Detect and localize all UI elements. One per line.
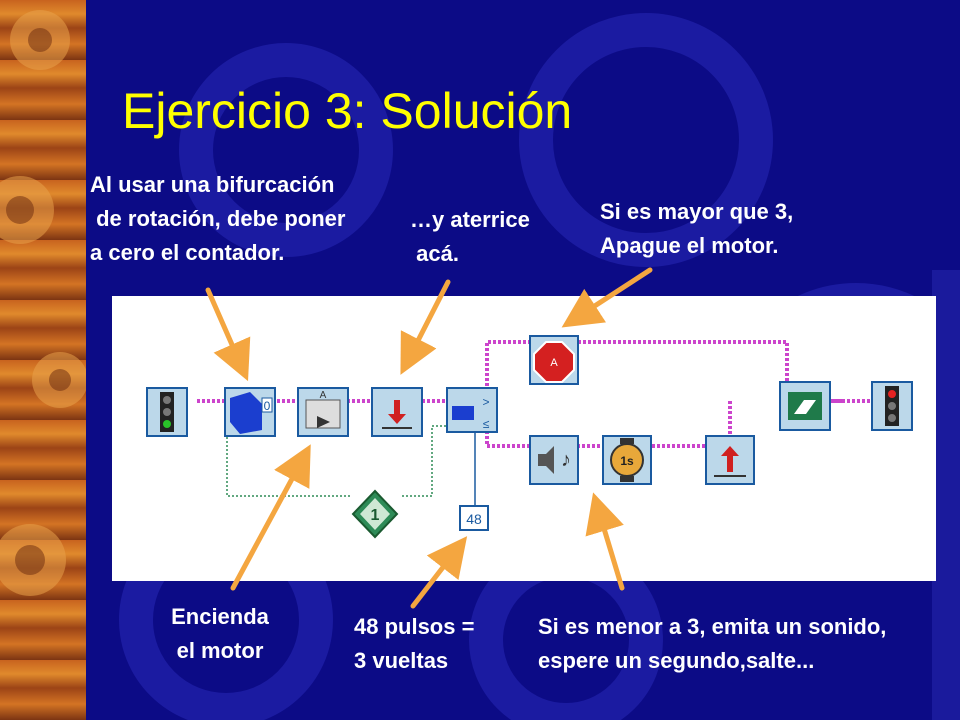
start-block[interactable]	[146, 387, 188, 437]
loop-count: 1	[371, 507, 380, 524]
loop-wires	[226, 421, 452, 497]
arrow-less-than	[585, 492, 625, 591]
jump-block[interactable]	[705, 435, 755, 485]
rotation-fork-block[interactable]: > ≤	[446, 387, 498, 433]
caption-land-here: …y aterrice acá.	[410, 207, 530, 266]
slide-title: Ejercicio 3: Solución	[122, 83, 573, 139]
stop-port-label: A	[550, 357, 558, 369]
sensor-value-box[interactable]: 48	[459, 505, 489, 531]
fork-greater-label: >	[482, 395, 489, 409]
arrow-reset-counter	[205, 287, 251, 382]
motor-on-block[interactable]: A	[297, 387, 349, 437]
arrow-land-here	[400, 279, 451, 375]
stop-motor-block[interactable]: A	[529, 335, 579, 385]
decorative-right-bar	[932, 270, 960, 720]
caption-pulses: 48 pulsos = 3 vueltas	[354, 614, 475, 673]
sensor-value: 48	[466, 511, 482, 527]
fork-less-label: ≤	[483, 417, 490, 431]
caption-less-than: Si es menor a 3, emita un sonido, espere…	[538, 614, 887, 673]
caption-reset-counter: Al usar una bifurcación de rotación, deb…	[90, 172, 346, 265]
wait-timer-block[interactable]: 1s	[602, 435, 652, 485]
end-block[interactable]	[871, 381, 913, 431]
program-diagram-panel: 0 A > ≤ 48	[112, 296, 936, 581]
decorative-gear-strip	[0, 0, 86, 720]
reset-counter-block[interactable]: 0	[224, 387, 276, 437]
motor-port-label: A	[320, 390, 327, 401]
loop-diamond[interactable]: 1	[351, 489, 399, 539]
caption-greater-than: Si es mayor que 3, Apague el motor.	[600, 199, 794, 258]
arrow-pulses	[410, 536, 468, 609]
wait-time-label: 1s	[620, 454, 634, 468]
counter-value: 0	[264, 399, 271, 413]
wait-rotation-block[interactable]	[371, 387, 423, 437]
arrow-motor-on	[230, 444, 311, 591]
music-note-icon: ♪	[561, 449, 571, 471]
merge-block[interactable]	[779, 381, 831, 431]
caption-motor-on: Encienda el motor	[171, 604, 269, 663]
arrow-stop-motor	[561, 267, 653, 328]
play-sound-block[interactable]: ♪	[529, 435, 579, 485]
